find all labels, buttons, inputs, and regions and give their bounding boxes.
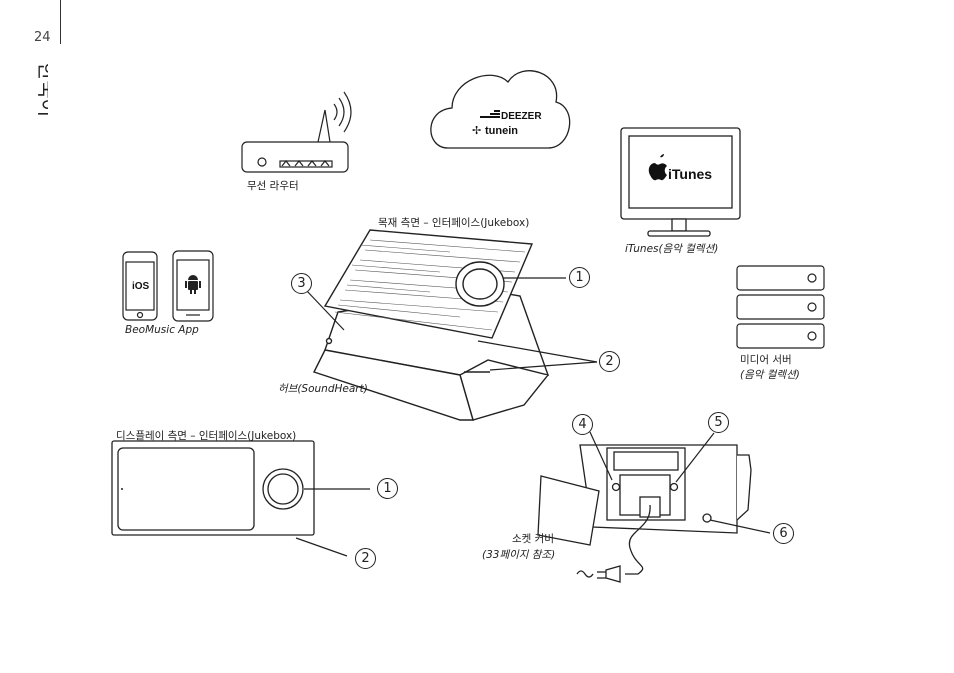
language-label: 한국어 [35,62,48,117]
ios-label: iOS [132,281,150,292]
tunein-plus: ✢ [472,125,481,137]
jukebox-wood-top [313,229,550,421]
socket-unit [579,444,752,534]
beomusic-app-label: BeoMusic App [125,324,199,336]
itunes-collection-label: iTunes(음악 컬렉션) [625,243,719,255]
socket-cover-label-line1: 소켓 커버 [512,533,554,545]
callout-display-2: 2 [355,548,376,569]
router-icon [241,91,352,173]
jukebox-display-side [111,440,315,536]
android-robot-icon [185,275,201,294]
cloud-icon [430,70,571,149]
hub-label: 허브(SoundHeart) [278,383,368,395]
callout-display-1: 1 [377,478,398,499]
page-header-rule [60,0,61,44]
socket-cover-label-line2: (33페이지 참조) [482,549,556,561]
media-server-icon [736,265,825,349]
media-server-label-line1: 미디어 서버 [740,354,792,366]
socket-cover [537,475,600,546]
callout-socket-6: 6 [773,523,794,544]
power-cord [576,504,651,583]
itunes-logo: iTunes [648,154,712,182]
callout-socket-4: 4 [572,414,593,435]
deezer-logo-text: DEEZER [501,111,542,122]
wood-side-label: 목재 측면 – 인터페이스(Jukebox) [378,217,530,229]
callout-socket-5: 5 [708,412,729,433]
media-server-label-line2: (음악 컬렉션) [740,369,800,381]
monitor-icon [620,127,741,237]
display-dot [121,488,123,490]
page-number: 24 [34,30,51,45]
tunein-logo-text: tunein [485,125,518,137]
leader-lines [295,277,771,557]
apple-icon [648,154,667,181]
deezer-logo: DEEZER [480,110,542,122]
callout-top-3: 3 [291,273,312,294]
ios-phone-icon [122,251,158,321]
callout-top-2: 2 [599,351,620,372]
router-label: 무선 라우터 [247,180,299,192]
tunein-logo: ✢ tunein [472,125,518,137]
callout-top-1: 1 [569,267,590,288]
language-label-text: 한국어 [35,62,48,117]
display-side-label: 디스플레이 측면 – 인터페이스(Jukebox) [116,430,297,442]
itunes-logo-text: iTunes [668,166,712,182]
